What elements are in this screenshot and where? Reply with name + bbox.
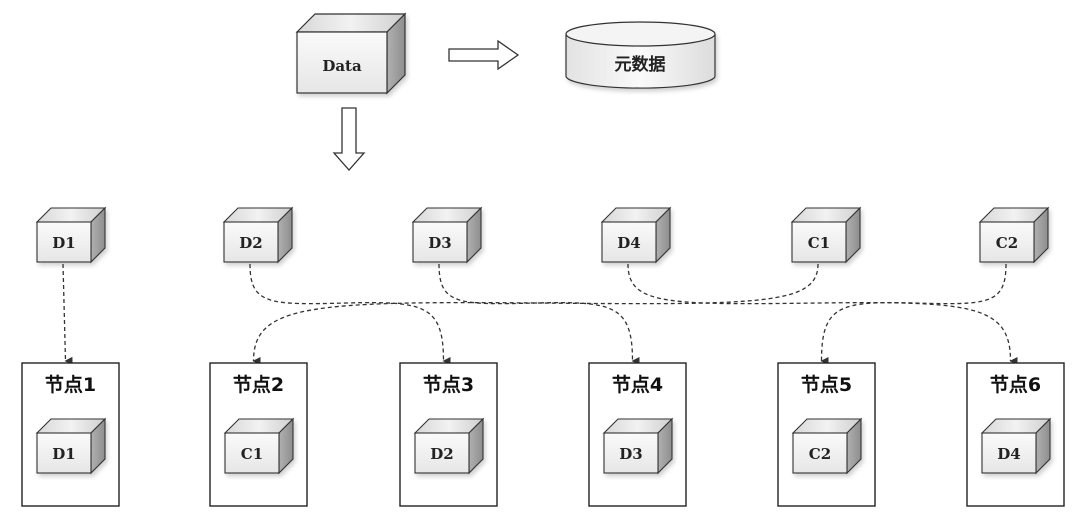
block-c2-label: C2 <box>996 234 1018 252</box>
node-block-d1: D1 <box>35 417 107 475</box>
edge-c1-to-node <box>252 263 819 366</box>
data-source-label: Data <box>322 57 362 75</box>
block-c1: C1 <box>790 206 862 264</box>
arrow-to-metadata-icon <box>448 39 520 71</box>
node-title: 节点5 <box>801 374 852 396</box>
block-d1-label: D1 <box>52 234 75 252</box>
block-c1-label: C1 <box>808 234 830 252</box>
block-d2: D2 <box>222 206 294 264</box>
block-c2: C2 <box>978 206 1050 264</box>
node-block-c2-label: C2 <box>809 445 831 463</box>
edge-c2-to-node <box>820 263 1007 366</box>
block-d2-label: D2 <box>239 234 262 252</box>
block-d3-label: D3 <box>428 234 451 252</box>
metadata-cylinder: 元数据 <box>565 21 716 89</box>
node-block-c1-label: C1 <box>241 445 263 463</box>
node-block-c1: C1 <box>223 417 295 475</box>
block-d1: D1 <box>35 206 107 264</box>
node-title: 节点1 <box>45 374 96 396</box>
block-d4-label: D4 <box>617 234 640 252</box>
node-title: 节点4 <box>612 374 663 396</box>
edge-d1-to-node <box>62 263 73 365</box>
node-block-d1-label: D1 <box>52 445 75 463</box>
node-title: 节点3 <box>423 374 474 396</box>
arrow-down-icon <box>332 107 366 171</box>
node-block-d2-label: D2 <box>430 445 453 463</box>
node-block-d2: D2 <box>413 417 485 475</box>
edge-d3-to-node <box>438 263 640 365</box>
metadata-label: 元数据 <box>615 54 666 75</box>
block-d4: D4 <box>600 206 672 264</box>
node-block-d4: D4 <box>980 417 1052 475</box>
block-d3: D3 <box>411 206 483 264</box>
edge-d2-to-node <box>249 263 451 365</box>
edge-d4-to-node <box>627 263 1018 365</box>
node-block-d4-label: D4 <box>997 445 1020 463</box>
data-source-cube: Data <box>295 12 407 95</box>
node-title: 节点6 <box>990 374 1041 396</box>
node-block-d3: D3 <box>602 417 674 475</box>
node-title: 节点2 <box>233 374 284 396</box>
node-block-d3-label: D3 <box>619 445 642 463</box>
node-block-c2: C2 <box>791 417 863 475</box>
